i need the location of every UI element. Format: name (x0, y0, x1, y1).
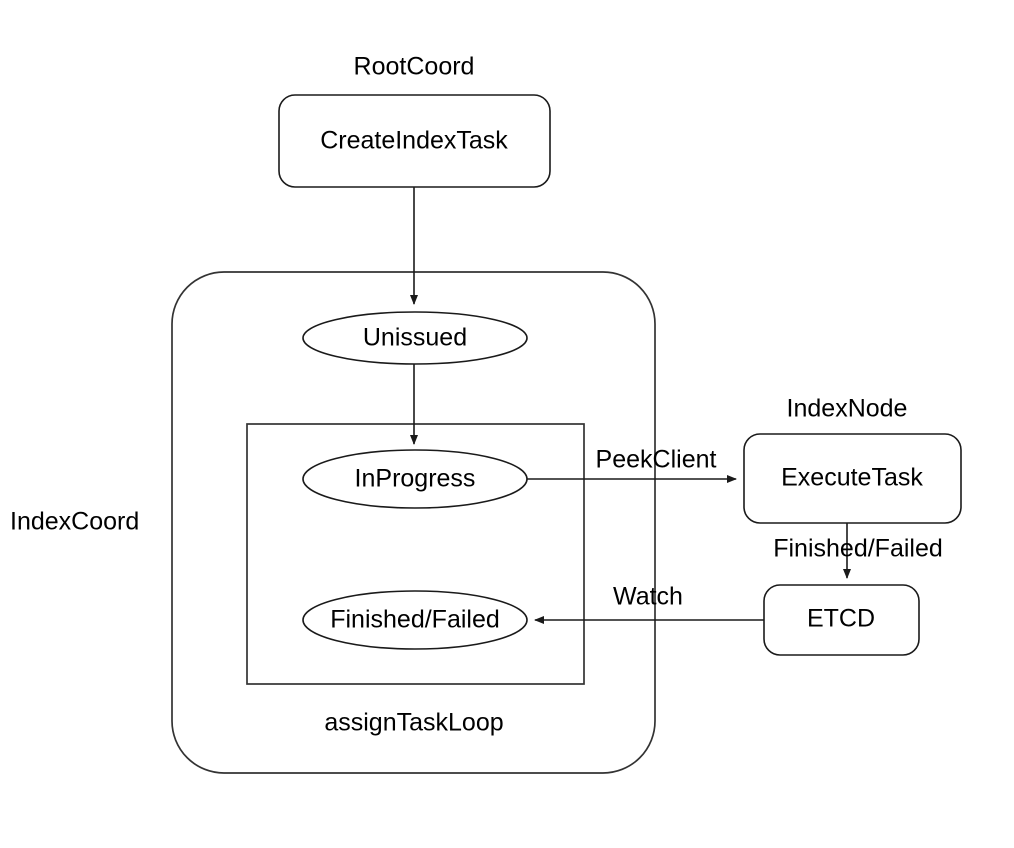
edge-label-finished-failed: Finished/Failed (773, 535, 943, 563)
node-execute-task[interactable]: ExecuteTask (743, 433, 962, 524)
node-unissued[interactable]: Unissued (302, 311, 528, 365)
node-shape-execute-task (743, 433, 962, 524)
node-label-unissued: Unissued (363, 324, 467, 352)
group-label-indexnode: IndexNode (787, 395, 908, 423)
group-label-assigntaskloop: assignTaskLoop (324, 709, 503, 737)
node-create-index-task[interactable]: CreateIndexTask (278, 94, 551, 188)
node-shape-create-index-task (278, 94, 551, 188)
node-label-etcd: ETCD (807, 605, 875, 633)
node-shape-finished-failed (302, 590, 528, 650)
node-finished-failed[interactable]: Finished/Failed (302, 590, 528, 650)
node-inprogress[interactable]: InProgress (302, 449, 528, 509)
node-label-inprogress: InProgress (355, 465, 476, 493)
group-label-indexcoord: IndexCoord (10, 508, 139, 536)
edge-label-watch: Watch (613, 583, 683, 611)
node-label-create-index-task: CreateIndexTask (320, 127, 508, 155)
node-etcd[interactable]: ETCD (763, 584, 920, 656)
node-shape-unissued (302, 311, 528, 365)
node-shape-etcd (763, 584, 920, 656)
group-label-rootcoord: RootCoord (354, 53, 475, 81)
node-label-finished-failed: Finished/Failed (330, 606, 500, 634)
node-shape-inprogress (302, 449, 528, 509)
edge-label-peekclient: PeekClient (596, 446, 717, 474)
container-assigntaskloop (246, 423, 585, 685)
node-label-execute-task: ExecuteTask (781, 464, 923, 492)
